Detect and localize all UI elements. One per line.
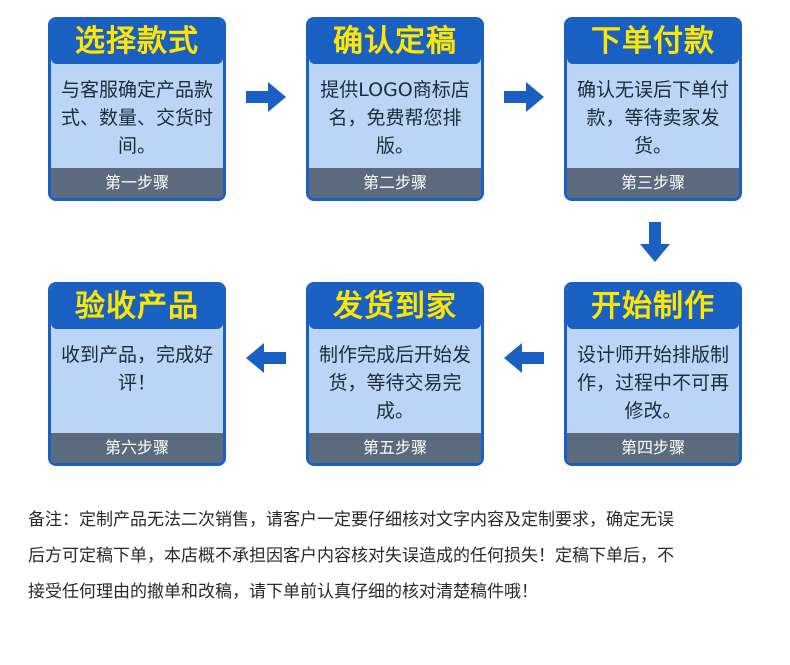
step-label: 第一步骤 [51,168,223,198]
disclaimer-note: 备注：定制产品无法二次销售，请客户一定要仔细核对文字内容及定制要求，确定无误 后… [28,510,674,602]
step-description: 制作完成后开始发货，等待交易完成。 [319,344,472,422]
step-card-4: 开始制作 设计师开始排版制作，过程中不可再修改。 第四步骤 [564,282,742,466]
step-title: 开始制作 [567,285,739,329]
arrow-down-icon [640,222,670,262]
step-card-1: 选择款式 与客服确定产品款式、数量、交货时间。 第一步骤 [48,17,226,201]
step-description: 设计师开始排版制作，过程中不可再修改。 [577,344,730,422]
step-label: 第三步骤 [567,168,739,198]
step-card-5: 发货到家 制作完成后开始发货，等待交易完成。 第五步骤 [306,282,484,466]
step-description: 与客服确定产品款式、数量、交货时间。 [61,79,214,157]
step-description: 提供LOGO商标店名，免费帮您排版。 [320,79,470,157]
arrow-left-icon [504,343,544,373]
arrow-right-icon [246,82,286,112]
step-title: 下单付款 [567,20,739,64]
step-label: 第二步骤 [309,168,481,198]
step-label: 第四步骤 [567,433,739,463]
step-title: 验收产品 [51,285,223,329]
step-title: 确认定稿 [309,20,481,64]
arrow-left-icon [246,343,286,373]
step-label: 第五步骤 [309,433,481,463]
step-description: 收到产品，完成好评！ [61,344,214,394]
step-label: 第六步骤 [51,433,223,463]
step-card-2: 确认定稿 提供LOGO商标店名，免费帮您排版。 第二步骤 [306,17,484,201]
step-card-3: 下单付款 确认无误后下单付款，等待卖家发货。 第三步骤 [564,17,742,201]
step-title: 选择款式 [51,20,223,64]
step-card-6: 验收产品 收到产品，完成好评！ 第六步骤 [48,282,226,466]
step-title: 发货到家 [309,285,481,329]
step-description: 确认无误后下单付款，等待卖家发货。 [577,79,730,157]
arrow-right-icon [504,82,544,112]
